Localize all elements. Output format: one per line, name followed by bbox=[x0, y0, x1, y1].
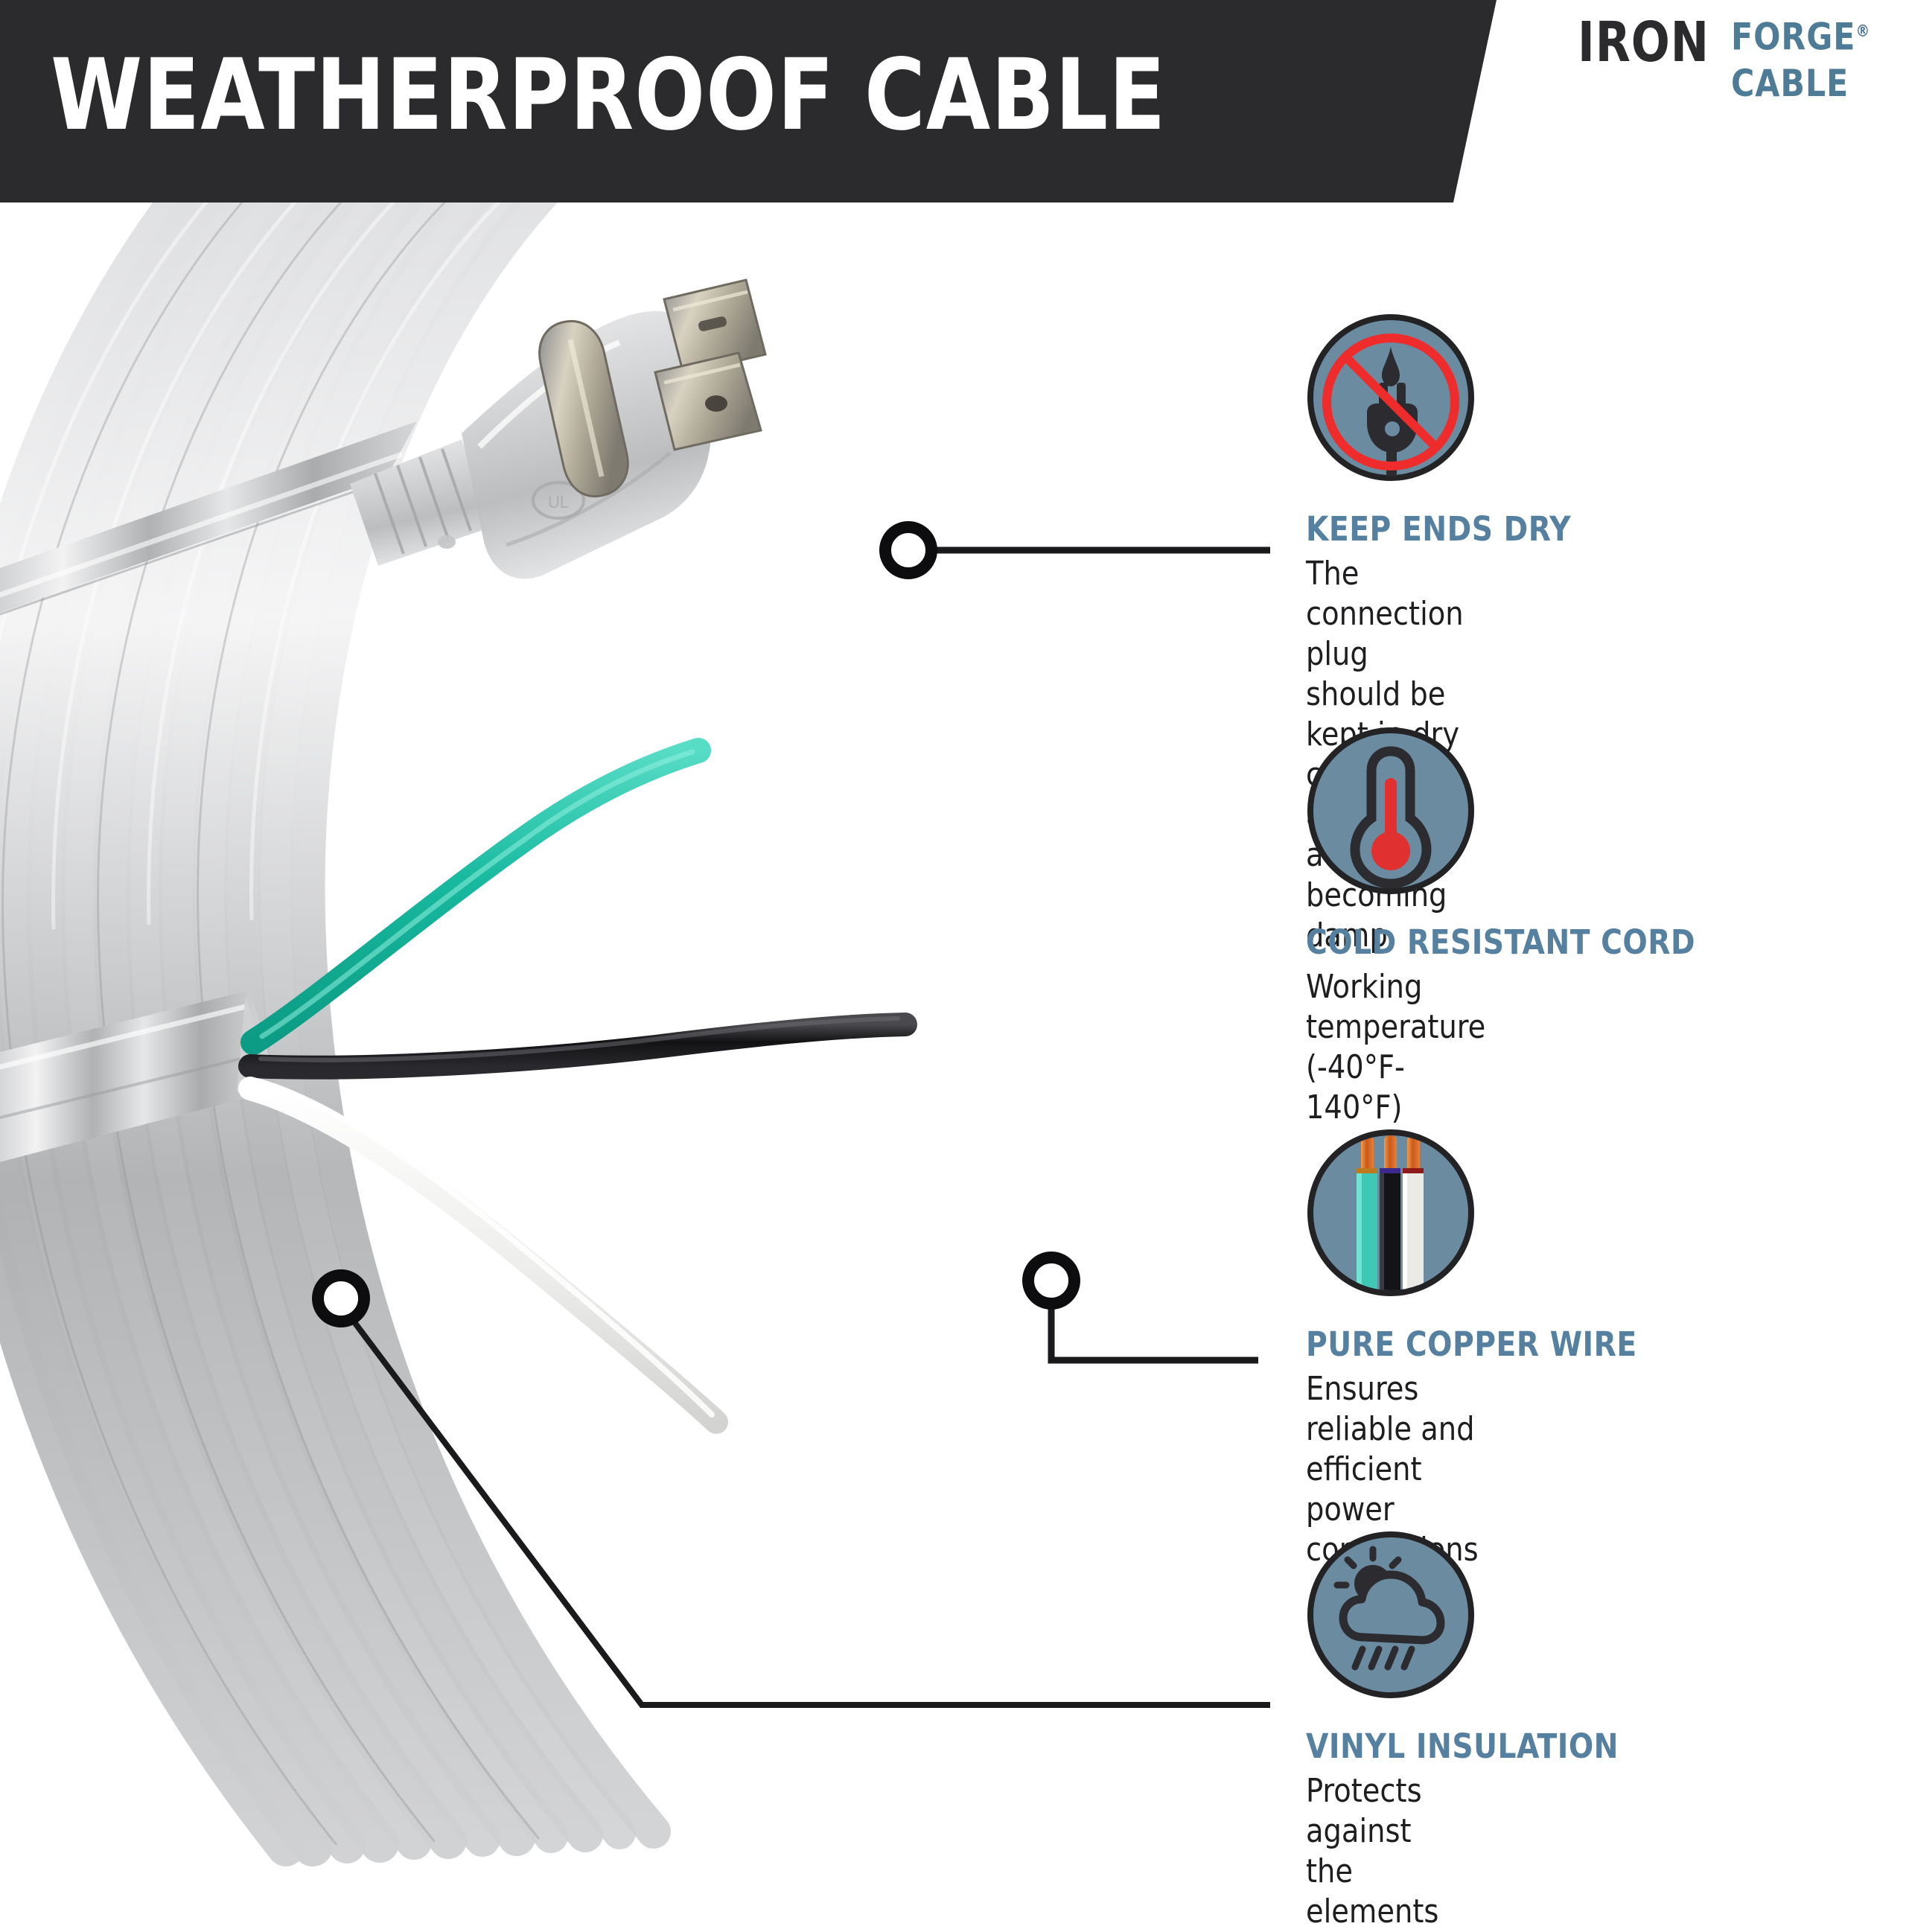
svg-text:UL: UL bbox=[548, 493, 569, 511]
feature-cold-resistant-cord: COLD RESISTANT CORD Working temperature … bbox=[1304, 724, 1695, 1126]
feature-pure-copper-wire: PURE COPPER WIRE Ensures reliable and ef… bbox=[1304, 1126, 1636, 1569]
no-water-on-plug-icon bbox=[1304, 311, 1477, 484]
brand-name-iron: IRON bbox=[1577, 10, 1709, 74]
feature-body: Working temperature (-40°F-140°F) bbox=[1306, 968, 1486, 1126]
feature-body: Ensures reliable and efficient power con… bbox=[1306, 1370, 1479, 1569]
feature-vinyl-insulation: VINYL INSULATION Protects against the el… bbox=[1304, 1528, 1619, 1931]
feature-title: KEEP ENDS DRY bbox=[1306, 509, 1572, 549]
brand-logo: IRON FORGE® CABLE bbox=[1578, 10, 1878, 102]
plug-prongs bbox=[538, 278, 767, 498]
feature-title: VINYL INSULATION bbox=[1306, 1727, 1619, 1766]
feature-title: PURE COPPER WIRE bbox=[1306, 1324, 1637, 1364]
cable-lead-to-plug bbox=[0, 421, 417, 616]
registered-trademark-icon: ® bbox=[1855, 22, 1871, 41]
thermometer-icon bbox=[1304, 724, 1477, 897]
feature-body: Protects against the elements bbox=[1306, 1772, 1439, 1931]
brand-name-cable: CABLE bbox=[1730, 61, 1849, 105]
black-conductor bbox=[238, 1013, 917, 1080]
brand-name-forge: FORGE® bbox=[1731, 13, 1870, 56]
product-photo: UL bbox=[0, 127, 1266, 1905]
header-band bbox=[0, 0, 1497, 203]
feature-title: COLD RESISTANT CORD bbox=[1306, 922, 1696, 962]
feature-keep-ends-dry: KEEP ENDS DRY The connection plug should… bbox=[1304, 311, 1571, 954]
brand-forge-text: FORGE bbox=[1730, 15, 1856, 59]
copper-wires-icon bbox=[1304, 1126, 1477, 1299]
page-title: WEATHERPROOF CABLE bbox=[51, 38, 1167, 153]
sun-cloud-rain-icon bbox=[1304, 1528, 1477, 1701]
